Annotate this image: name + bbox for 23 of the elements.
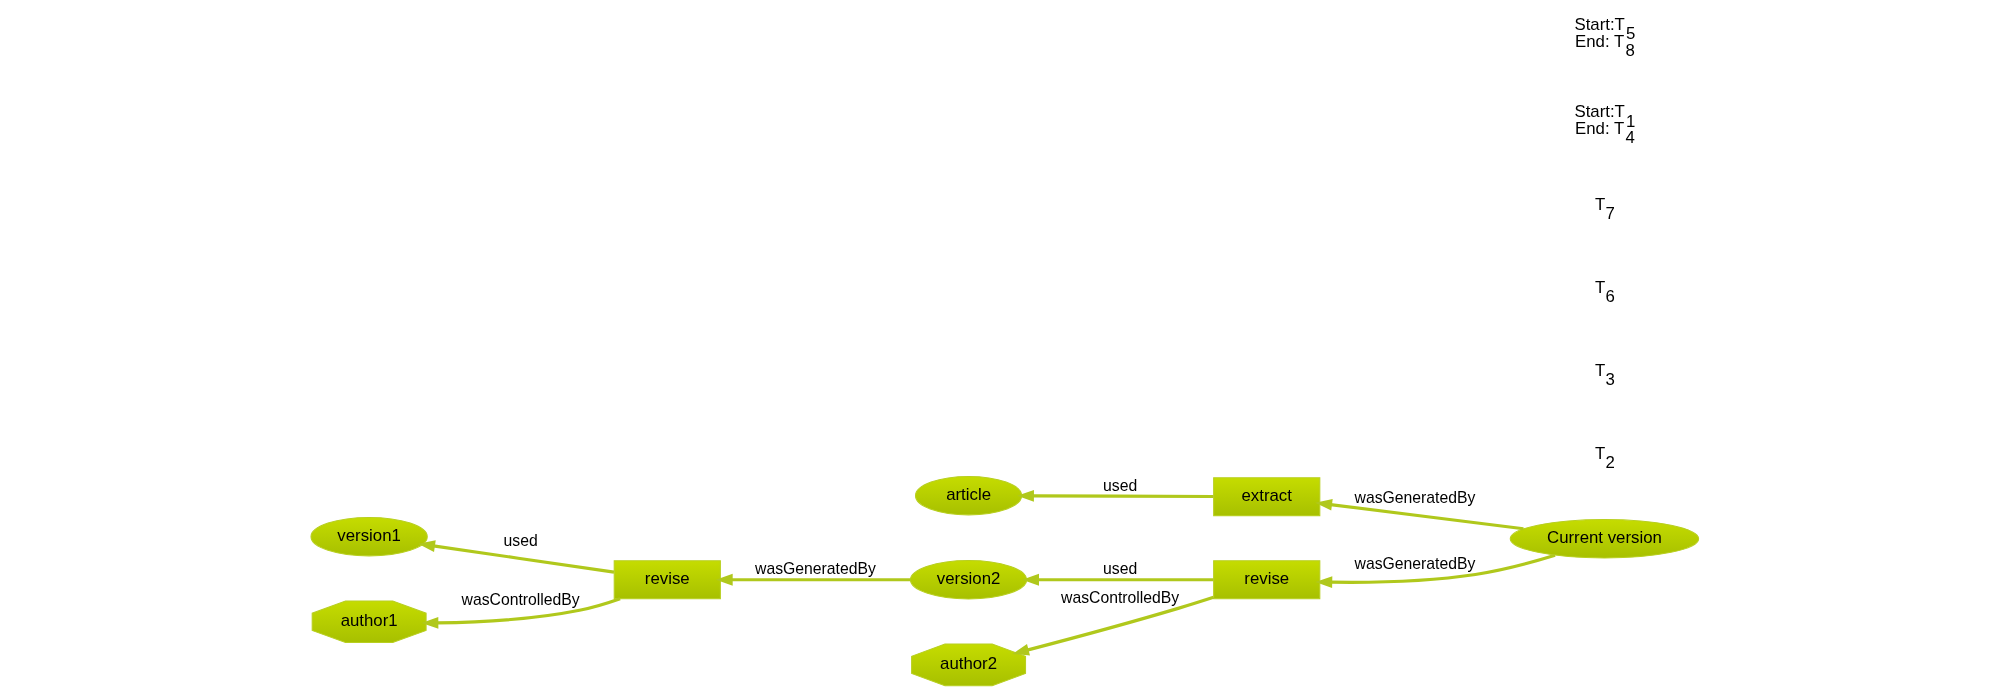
arrow	[1314, 553, 1556, 588]
arrow	[1011, 595, 1214, 655]
node-ellipse: Current version	[1509, 518, 1699, 558]
node-box: extract	[1212, 476, 1320, 516]
edge-label: wasControlledBy	[1060, 588, 1179, 606]
edge-label: used	[1102, 559, 1137, 577]
node-box: revise	[613, 559, 721, 599]
arrow	[1021, 573, 1213, 586]
arrow	[715, 573, 911, 586]
arrow	[1314, 498, 1524, 530]
arrow	[417, 539, 614, 574]
node-ellipse: version2	[909, 559, 1027, 599]
node-ellipse: article	[914, 475, 1022, 515]
arrow	[421, 596, 621, 629]
edge-label: wasGeneratedBy	[1354, 488, 1475, 506]
edge-label: wasControlledBy	[461, 590, 580, 608]
node-box: revise	[1212, 559, 1320, 599]
arrow	[1016, 489, 1213, 502]
edge-label: used	[503, 531, 538, 549]
edge-label: wasGeneratedBy	[1354, 554, 1475, 572]
node-ellipse: version1	[309, 516, 428, 556]
edge-label: wasGeneratedBy	[754, 559, 876, 577]
edge-label: used	[1102, 476, 1137, 494]
